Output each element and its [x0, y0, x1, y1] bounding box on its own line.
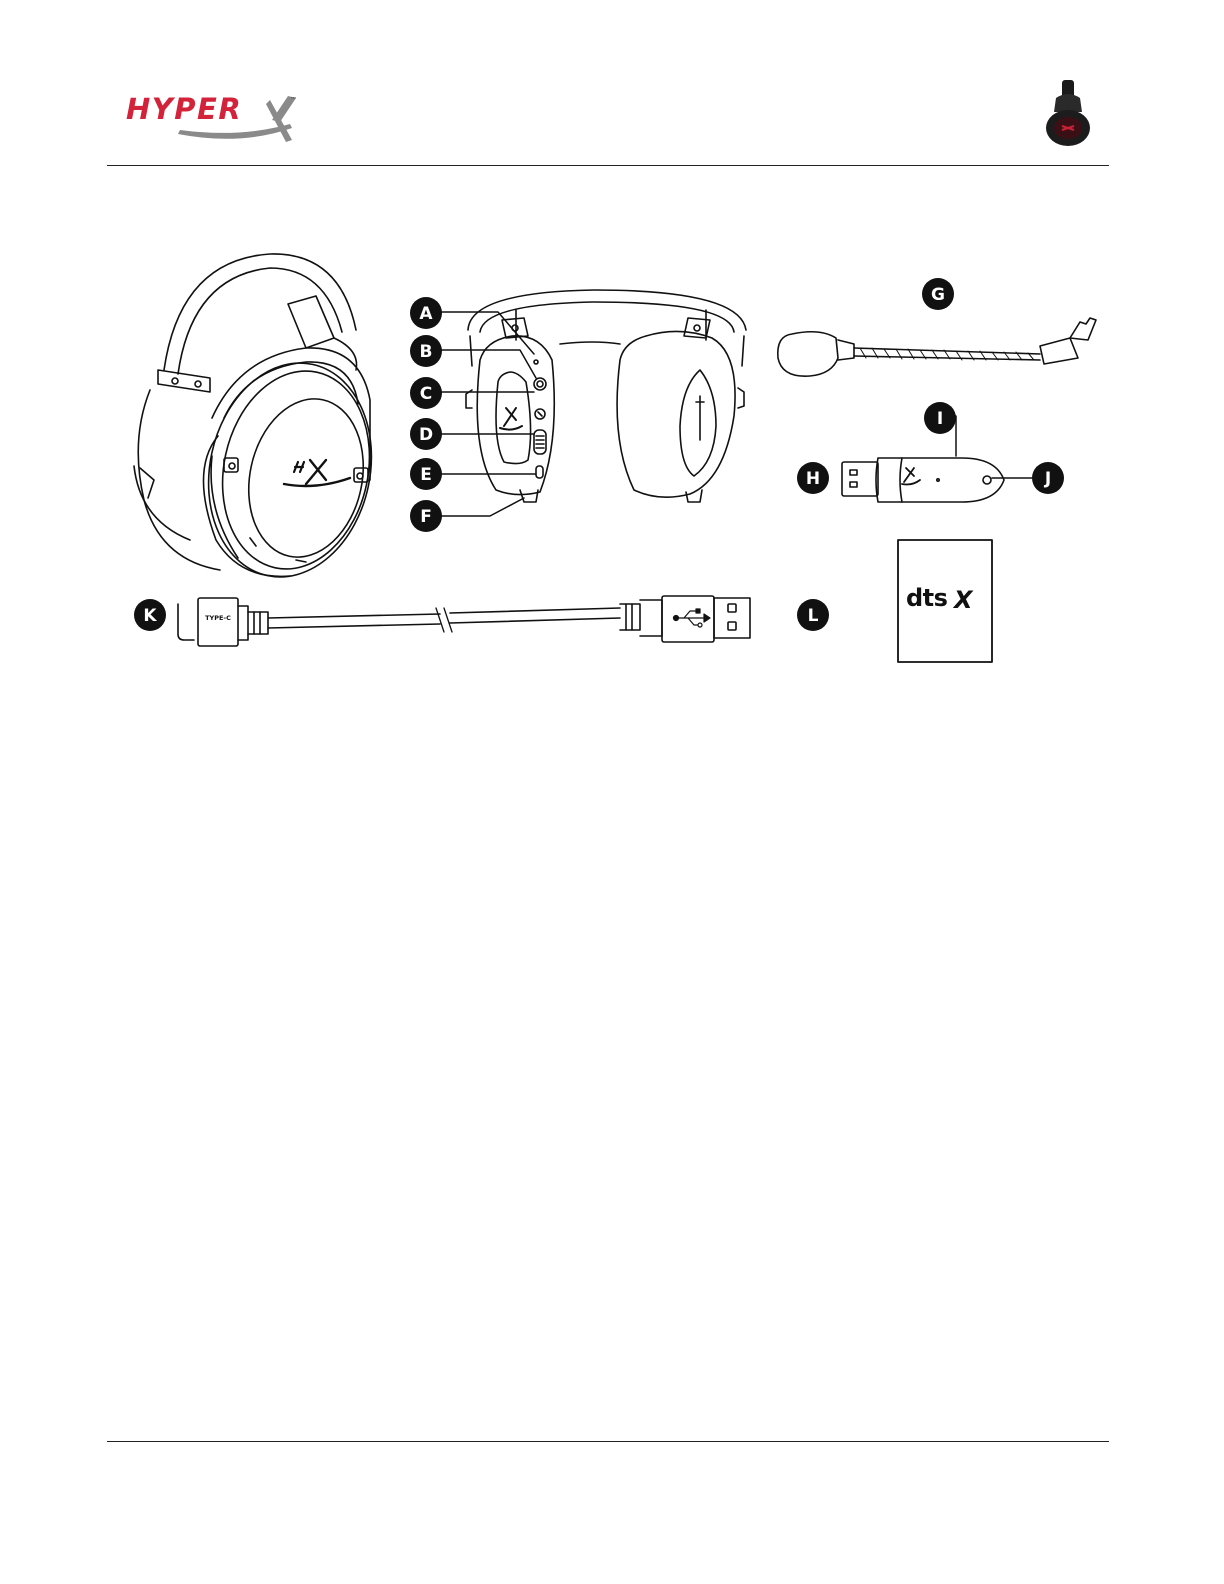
- hyperx-wordmark: HYPER: [126, 92, 242, 126]
- trademark-mark: ™: [290, 96, 297, 104]
- callout-j-label: J: [1044, 469, 1051, 489]
- callout-c: C: [410, 377, 442, 409]
- callout-a: A: [410, 297, 442, 329]
- callout-k: K: [134, 599, 166, 631]
- callout-i: I: [924, 402, 956, 434]
- usb-c-to-a-cable: [178, 596, 750, 646]
- callout-a-label: A: [419, 304, 433, 324]
- callout-e: E: [410, 458, 442, 490]
- callout-f-label: F: [420, 507, 432, 527]
- callout-h: H: [797, 462, 829, 494]
- callout-l-label: L: [808, 606, 819, 626]
- callout-i-label: I: [937, 409, 943, 429]
- callout-g-label: G: [931, 285, 945, 305]
- usb-sound-card: [842, 458, 1004, 502]
- detachable-microphone: [778, 318, 1096, 376]
- callout-b: B: [410, 335, 442, 367]
- headset-icon: [1040, 78, 1098, 148]
- hyperx-logo-graphic: HYPER ™: [120, 88, 305, 150]
- header-rule: [107, 165, 1109, 166]
- callout-l: L: [797, 599, 829, 631]
- callout-j: J: [1032, 462, 1064, 494]
- callout-k-label: K: [143, 606, 157, 626]
- callout-d-label: D: [419, 425, 433, 445]
- callout-e-label: E: [420, 465, 432, 485]
- callout-d: D: [410, 418, 442, 450]
- callout-c-label: C: [420, 384, 432, 404]
- callout-f: F: [410, 500, 442, 532]
- headset-front-view: [466, 290, 746, 502]
- usb-icon: [674, 609, 711, 627]
- dts-wordmark: dts: [906, 584, 948, 612]
- type-c-connector-label: TYPE-C: [200, 614, 236, 622]
- hyperx-logo: HYPER ™: [120, 88, 305, 150]
- callout-h-label: H: [806, 469, 820, 489]
- headset-three-quarter-view: [134, 254, 391, 592]
- dts-x-logo: dts X: [904, 584, 986, 614]
- dts-x-mark: X: [952, 586, 974, 614]
- callout-g: G: [922, 278, 954, 310]
- callout-b-label: B: [420, 342, 433, 362]
- footer-rule: [107, 1441, 1109, 1442]
